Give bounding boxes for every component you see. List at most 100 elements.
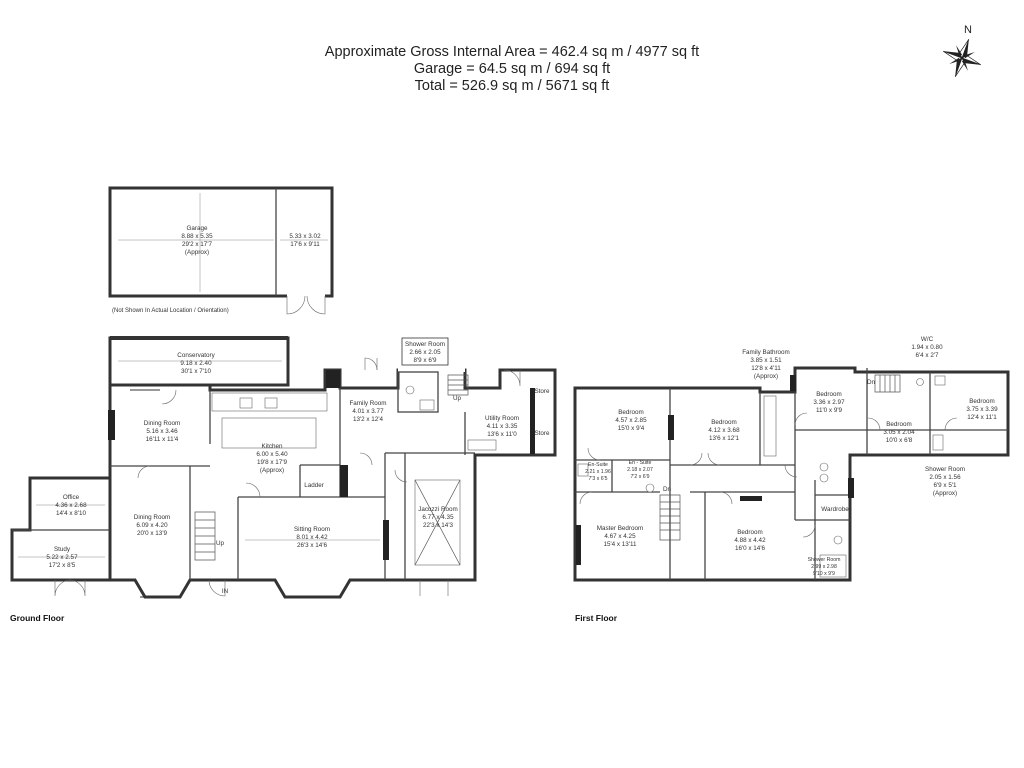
study-dims-m: 5.22 x 2.57 (46, 554, 78, 561)
en-suite-1-name: En-Suite (588, 462, 608, 468)
conservatory-dims-m: 9.18 x 2.40 (180, 360, 212, 367)
garage-dims-ft: 29'2 x 17'7 (182, 241, 213, 248)
dining-room-2-name: Dining Room (134, 514, 170, 521)
bedroom-3-dims-m: 3.36 x 2.97 (813, 399, 845, 406)
ff-shower-room-1-approx: (Approx) (933, 490, 957, 497)
dining-room-2-dims-ft: 20'0 x 13'9 (137, 530, 168, 537)
area-summary: Approximate Gross Internal Area = 462.4 … (0, 44, 1024, 95)
total-area: Total = 526.9 sq m / 5671 sq ft (414, 78, 610, 94)
ladder-label: Ladder (304, 482, 324, 489)
wardrobe-label: Wardrobe (821, 506, 849, 513)
en-suite-1-dims-ft: 7'3 x 6'5 (589, 476, 608, 482)
ff-shower-room-2-dims-ft: 9'10 x 9'9 (813, 571, 835, 577)
family-bathroom-name: Family Bathroom (742, 349, 790, 356)
master-bedroom-name: Master Bedroom (597, 525, 644, 532)
ff-shower-room-2-name: Shower Room (808, 557, 841, 563)
family-bathroom-dims-m: 3.85 x 1.51 (750, 357, 782, 364)
garage-approx: (Approx) (185, 249, 209, 256)
bedroom-1-dims-ft: 15'0 x 9'4 (618, 425, 645, 432)
ff-shower-room-1-dims-ft: 6'9 x 5'1 (933, 482, 957, 489)
gf-shower-room-dims-m: 2.66 x 2.05 (409, 349, 441, 356)
garage-side-dims-ft: 17'6 x 9'11 (290, 241, 320, 248)
jacuzzi-room-dims-m: 6.77 x 4.35 (422, 514, 454, 521)
bedroom-2-name: Bedroom (711, 419, 737, 426)
garage-area: Garage = 64.5 sq m / 694 sq ft (413, 61, 611, 77)
kitchen-name: Kitchen (261, 443, 283, 450)
gf-stairs-up-label-2: Up (453, 395, 462, 402)
bedroom-4-dims-ft: 12'4 x 11'1 (967, 414, 997, 421)
bedroom-4-dims-m: 3.75 x 3.39 (966, 406, 998, 413)
ground-floor-plan (10, 336, 557, 599)
family-bathroom-approx: (Approx) (754, 373, 778, 380)
sitting-room-name: Sitting Room (294, 526, 330, 533)
gf-stairs-up-label: Up (216, 540, 225, 547)
office-dims-m: 4.36 x 2.68 (55, 502, 87, 509)
shower-room-label-box (401, 337, 449, 366)
dining-room-1-name: Dining Room (144, 420, 180, 427)
bedroom-1-name: Bedroom (618, 409, 644, 416)
master-bedroom-dims-ft: 15'4 x 13'11 (603, 541, 637, 548)
jacuzzi-room-dims-ft: 22'3 x 14'3 (423, 522, 454, 529)
kitchen-approx: (Approx) (260, 467, 284, 474)
bedroom-5-dims-ft: 10'0 x 6'8 (886, 437, 913, 444)
store-1-label: Store (534, 388, 550, 395)
ground-floor-label: Ground Floor (10, 613, 65, 623)
dining-room-1-dims-m: 5.16 x 3.46 (146, 428, 178, 435)
gross-internal-area: Approximate Gross Internal Area = 462.4 … (324, 44, 700, 60)
en-suite-1-dims-m: 2.21 x 1.96 (585, 469, 611, 475)
study-dims-ft: 17'2 x 8'5 (49, 562, 76, 569)
bedroom-6-dims-ft: 16'0 x 14'6 (735, 545, 766, 552)
bedroom-3-name: Bedroom (816, 391, 842, 398)
family-room-name: Family Room (349, 400, 386, 407)
ff-shower-room-1-name: Shower Room (925, 466, 965, 473)
ff-shower-room-2-dims-m: 2.99 x 2.98 (811, 564, 837, 570)
garage-location-note: (Not Shown In Actual Location / Orientat… (112, 308, 229, 314)
wc-dims-m: 1.94 x 0.80 (911, 344, 943, 351)
bedroom-6-name: Bedroom (737, 529, 763, 536)
compass-north-label: N (964, 24, 972, 36)
utility-room-name: Utility Room (485, 415, 519, 422)
en-suite-2-name: En - Suite (629, 460, 652, 466)
bedroom-3-dims-ft: 11'0 x 9'9 (816, 407, 843, 414)
utility-room-dims-m: 4.11 x 3.35 (487, 423, 518, 430)
family-bathroom-dims-ft: 12'8 x 4'11 (751, 365, 781, 372)
bedroom-5-dims-m: 3.05 x 2.04 (883, 429, 915, 436)
dining-room-2-dims-m: 6.09 x 4.20 (136, 522, 168, 529)
gf-shower-room-dims-ft: 8'9 x 6'9 (413, 357, 437, 364)
compass-icon: N (943, 24, 981, 77)
ff-stairs-down-label-2: Dn (867, 379, 876, 386)
utility-room-dims-ft: 13'6 x 11'0 (487, 431, 517, 438)
jacuzzi-room-name: Jacuzzi Room (418, 506, 458, 513)
dining-room-1-dims-ft: 16'11 x 11'4 (146, 436, 179, 443)
bedroom-5-name: Bedroom (886, 421, 912, 428)
entrance-label: IN (222, 588, 229, 595)
garage-name: Garage (186, 225, 208, 232)
study-name: Study (54, 546, 71, 553)
ff-shower-room-1-dims-m: 2.05 x 1.56 (929, 474, 961, 481)
sitting-room-dims-ft: 26'3 x 14'6 (297, 542, 328, 549)
en-suite-2-dims-m: 2.18 x 2.07 (627, 467, 653, 473)
family-room-dims-ft: 13'2 x 12'4 (353, 416, 384, 423)
garage-side-dims-m: 5.33 x 3.02 (289, 233, 321, 240)
store-2-label: Store (534, 430, 550, 437)
wc-name: W/C (921, 336, 934, 343)
office-name: Office (63, 494, 80, 501)
garage-plan (108, 186, 334, 315)
bedroom-1-dims-m: 4.57 x 2.85 (615, 417, 647, 424)
sitting-room-dims-m: 8.01 x 4.42 (296, 534, 328, 541)
conservatory-name: Conservatory (177, 352, 215, 359)
bedroom-2-dims-m: 4.12 x 3.68 (708, 427, 740, 434)
family-room-dims-m: 4.01 x 3.77 (352, 408, 384, 415)
ff-stairs-down-label-1: Dn (663, 486, 672, 493)
master-bedroom-dims-m: 4.67 x 4.25 (604, 533, 636, 540)
office-dims-ft: 14'4 x 8'10 (56, 510, 87, 517)
bedroom-4-name: Bedroom (969, 398, 995, 405)
kitchen-dims-ft: 19'8 x 17'9 (257, 459, 288, 466)
conservatory-dims-ft: 30'1 x 7'10 (181, 368, 212, 375)
en-suite-2-dims-ft: 7'2 x 6'9 (631, 474, 650, 480)
bedroom-2-dims-ft: 13'6 x 12'1 (709, 435, 740, 442)
first-floor-label: First Floor (575, 613, 618, 623)
first-floor-plan (573, 366, 1010, 582)
gf-shower-room-name: Shower Room (405, 341, 445, 348)
